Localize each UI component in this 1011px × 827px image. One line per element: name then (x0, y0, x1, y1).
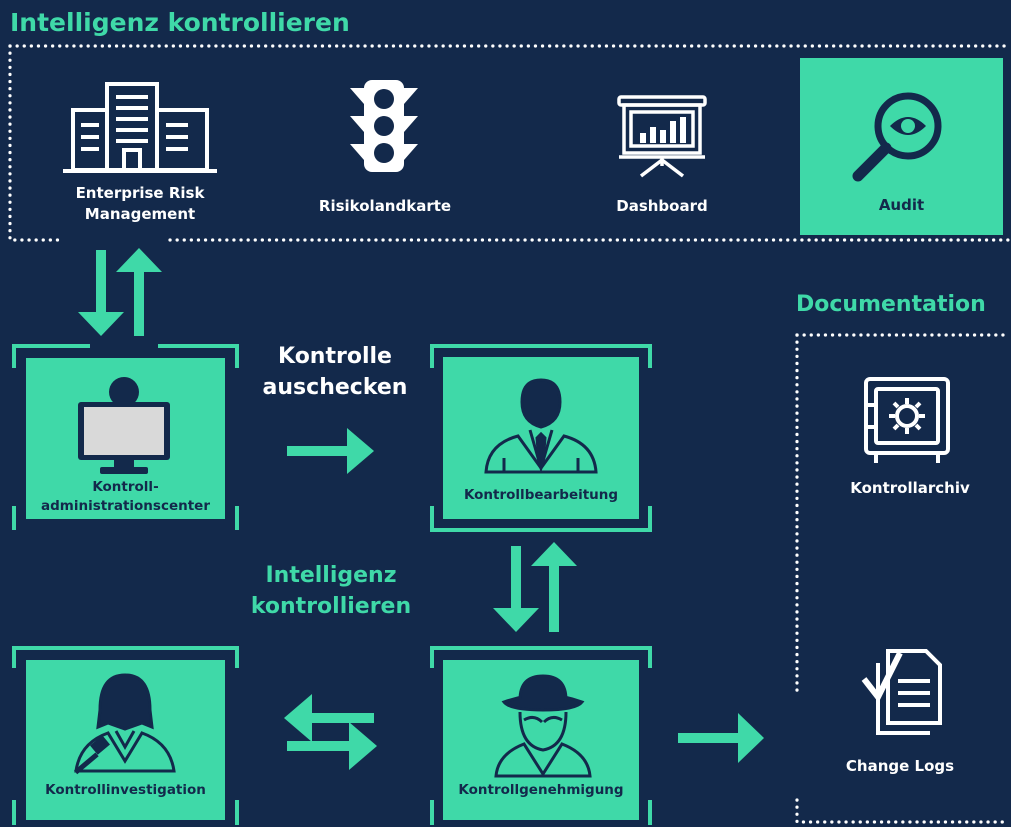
change-logs-label: Change Logs (845, 757, 955, 775)
section-title-documentation: Documentation (796, 292, 986, 317)
safe-gear-icon (864, 377, 950, 463)
audit-label: Audit (878, 196, 925, 214)
magnifier-eye-icon (852, 92, 942, 182)
genehmigung-label: Kontrollgenehmigung (458, 782, 624, 798)
admin-label: Kontroll-administrationscenter (40, 479, 210, 514)
risikolandkarte-label: Risikolandkarte (318, 197, 452, 215)
spy-detective-icon (494, 674, 592, 778)
checklist-documents-icon (861, 649, 942, 735)
section-title-intelligenz: Intelligenz kontrollieren (10, 8, 350, 37)
dashboard-label: Dashboard (616, 197, 708, 215)
investigation-label: Kontrollinvestigation (45, 782, 206, 798)
audit-highlight-box[interactable] (800, 58, 1003, 235)
office-building-icon (63, 82, 217, 173)
checkout-label: Kontrolle auschecken (262, 344, 408, 400)
traffic-light-icon (350, 80, 418, 172)
bearbeitung-label: Kontrollbearbeitung (463, 487, 619, 503)
kontrollarchiv-label: Kontrollarchiv (850, 479, 970, 497)
control-label: Intelligenz kontrollieren (250, 563, 412, 619)
admin-computer-icon (78, 377, 170, 474)
investigator-woman-icon (73, 673, 176, 775)
erm-label: Enterprise Risk Management (75, 184, 205, 223)
dashboard-presentation-icon (617, 95, 707, 178)
businessman-icon (484, 378, 598, 474)
